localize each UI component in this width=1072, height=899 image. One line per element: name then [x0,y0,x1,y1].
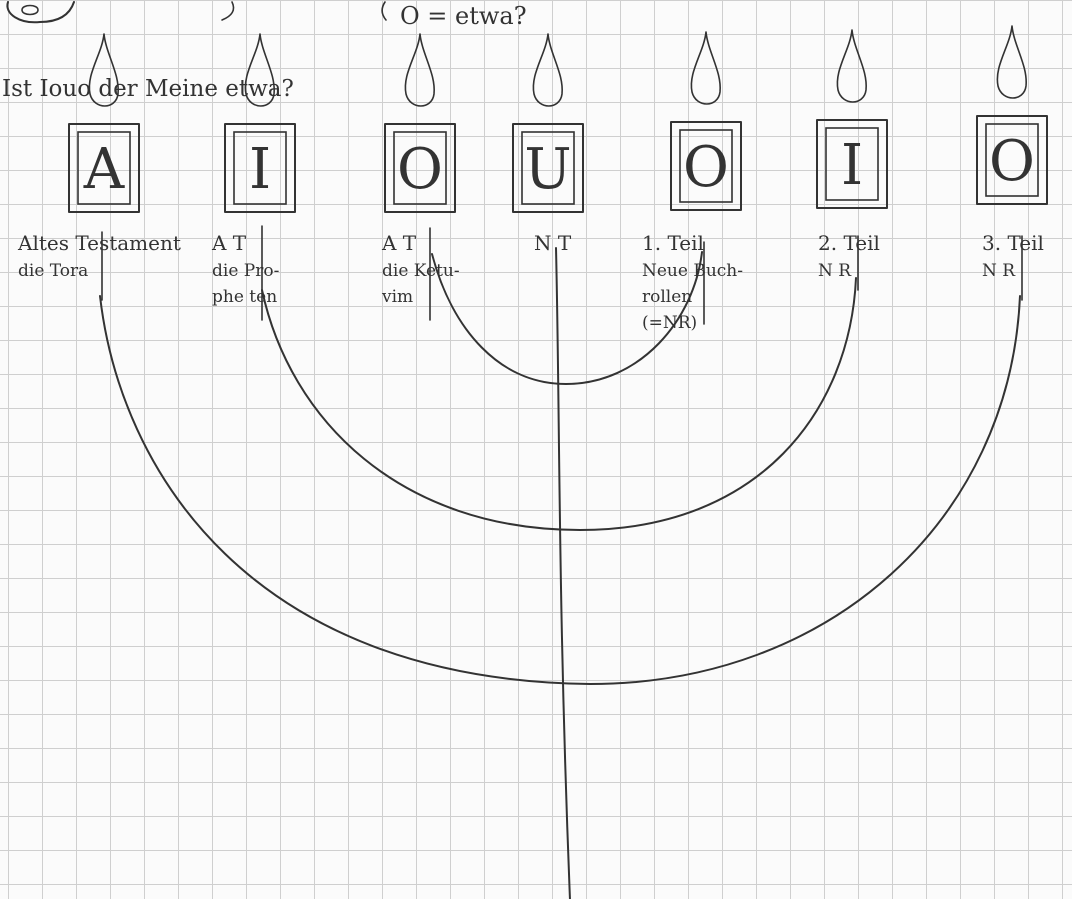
candle-letter: O [989,129,1035,194]
flame-icon [405,34,434,106]
label-line: rollen [642,287,692,307]
candle-letter: I [841,133,863,198]
label-line: 1. Teil [642,231,704,255]
candle-label-6: 2. Teil N R [818,231,880,281]
label-line: N R [982,261,1016,281]
candle-6: I [817,30,887,208]
candle-letter: I [249,137,271,202]
label-line: 2. Teil [818,231,880,255]
candle-letter: O [397,137,443,202]
label-line: (=NR) [642,313,697,333]
label-line: die Ketu- [382,261,460,281]
label-line: Neue Buch- [642,261,743,281]
label-line: phe ten [212,287,277,307]
candle-2: I [225,34,295,212]
menorah-branches [100,226,1022,899]
flame-icon [691,32,720,104]
label-line: A T [211,231,247,255]
candle-label-4: N T [534,231,572,255]
label-line: Altes Testament [17,231,181,255]
label-line: N T [534,231,572,255]
candle-label-7: 3. Teil N R [982,231,1044,281]
label-line: vim [381,287,413,307]
candle-letter: O [683,135,729,200]
flame-icon [533,34,562,106]
candle-5: O [671,32,741,210]
candle-labels: Altes Testament die Tora A T die Pro-phe te… [17,231,1044,333]
flame-icon [837,30,866,102]
candle-letter: A [83,137,125,202]
menorah-stem [556,248,570,899]
candle-7: O [977,26,1047,204]
candle-1: A [69,34,139,212]
header-note-2: Ist Iouo der Meine etwa? [2,76,294,102]
label-line: die Pro- [212,261,279,281]
flame-icon [997,26,1026,98]
label-line: N R [818,261,852,281]
candle-3: O [385,34,455,212]
top-scribbles [7,2,386,22]
candle-4: U [513,34,583,212]
candle-label-2: A T die Pro-phe ten [211,231,279,307]
candle-label-3: A T die Ketu-vim [381,231,460,307]
header-note-1: O = etwa? [400,2,527,30]
label-line: A T [381,231,417,255]
label-line: 3. Teil [982,231,1044,255]
candle-letter: U [524,137,571,202]
label-line: die Tora [18,261,88,281]
candle-label-1: Altes Testament die Tora [17,231,181,281]
